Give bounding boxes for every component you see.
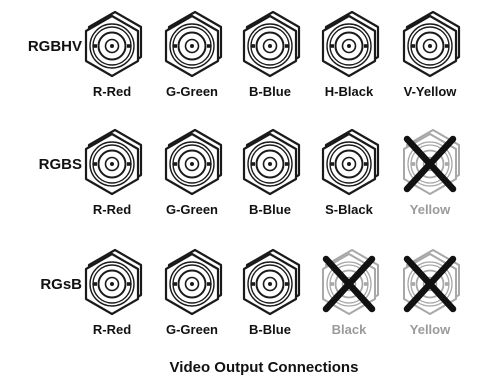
connector-label: B-Blue	[249, 84, 291, 99]
connector-label: Black	[332, 322, 367, 337]
connector-label: B-Blue	[249, 202, 291, 217]
crossed-out-connector-icon	[404, 130, 459, 194]
connector-label: S-Black	[325, 202, 373, 217]
connector-row: RGBHV R-Red G-Green B-Blue H-Black V-Yellow	[28, 10, 461, 99]
connector-label: Yellow	[410, 322, 451, 337]
bnc-connector-icon	[242, 128, 301, 196]
connector-label: R-Red	[93, 84, 131, 99]
crossed-out-connector-icon	[323, 250, 378, 314]
row-label: RGBHV	[28, 38, 82, 55]
connector-row: RGBS R-Red G-Green B-Blue S-Black Yellow	[39, 130, 459, 217]
connector-label: G-Green	[166, 322, 218, 337]
connector-label: R-Red	[93, 322, 131, 337]
diagram-caption: Video Output Connections	[170, 359, 359, 376]
connector-label: G-Green	[166, 202, 218, 217]
bnc-connector-icon	[242, 248, 301, 316]
bnc-connector-icon	[402, 10, 461, 78]
row-label: RGBS	[39, 156, 82, 173]
bnc-connector-icon	[321, 128, 380, 196]
bnc-connector-icon	[84, 10, 143, 78]
bnc-connector-icon	[84, 128, 143, 196]
connector-label: G-Green	[166, 84, 218, 99]
bnc-connector-icon	[164, 248, 223, 316]
bnc-connector-icon	[164, 128, 223, 196]
row-label: RGsB	[40, 276, 82, 293]
bnc-connector-icon	[242, 10, 301, 78]
connector-label: H-Black	[325, 84, 374, 99]
connector-label: V-Yellow	[404, 84, 458, 99]
crossed-out-connector-icon	[404, 250, 459, 314]
connector-label: R-Red	[93, 202, 131, 217]
connector-row: RGsB R-Red G-Green B-Blue Black Yellow	[40, 250, 459, 337]
bnc-connector-icon	[321, 10, 380, 78]
connector-label: Yellow	[410, 202, 451, 217]
bnc-connector-icon	[84, 248, 143, 316]
connector-label: B-Blue	[249, 322, 291, 337]
bnc-connector-icon	[164, 10, 223, 78]
